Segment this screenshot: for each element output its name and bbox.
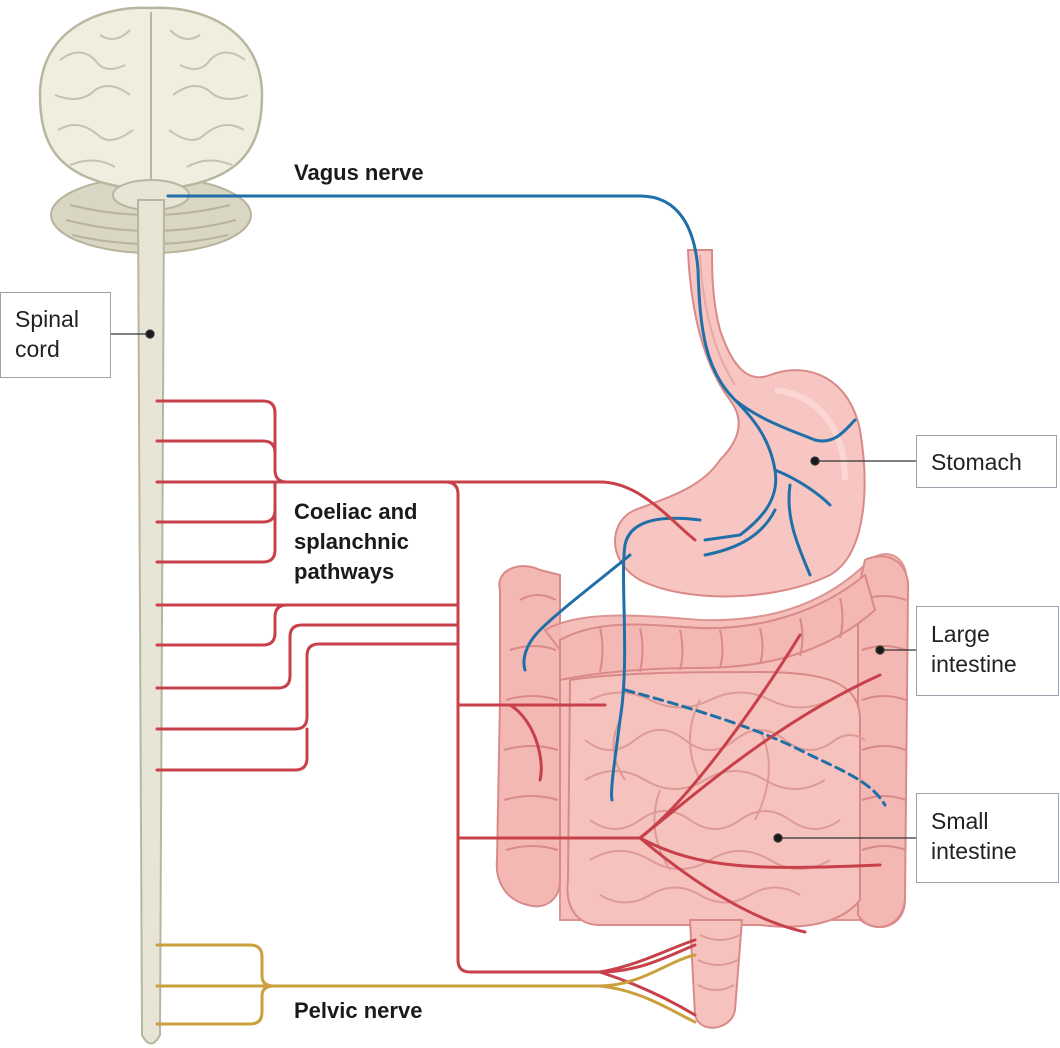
stomach-callout-text: Stomach [931,449,1022,475]
small-callout-line2: intestine [931,838,1017,864]
callout-leaders [110,329,917,843]
sympathetic-pathways [155,399,882,1017]
large-callout-line1: Large [931,621,990,647]
vagus-nerve-pathway [166,194,887,807]
spinal-callout-line2: cord [15,336,60,362]
stomach-callout: Stomach [916,435,1057,488]
coeliac-label-line2: splanchnic [294,529,409,554]
vagus-nerve-label: Vagus nerve [294,160,424,185]
large-intestine-callout: Large intestine [916,606,1059,696]
coeliac-label-line1: Coeliac and [294,499,418,524]
small-callout-line1: Small [931,808,989,834]
stomach [614,249,866,598]
small-intestine [566,670,866,928]
coeliac-splanchnic-label: Coeliac and splanchnic pathways [294,497,417,587]
coeliac-label-line3: pathways [294,559,395,584]
pelvic-nerve-pathway [155,943,697,1026]
pelvic-nerve-label: Pelvic nerve [294,998,423,1023]
rectum [688,919,744,1029]
spinal-cord [136,199,166,1045]
large-callout-line2: intestine [931,651,1017,677]
spinal-cord-callout: Spinal cord [0,292,111,378]
small-intestine-callout: Small intestine [916,793,1059,883]
spinal-callout-line1: Spinal [15,306,79,332]
